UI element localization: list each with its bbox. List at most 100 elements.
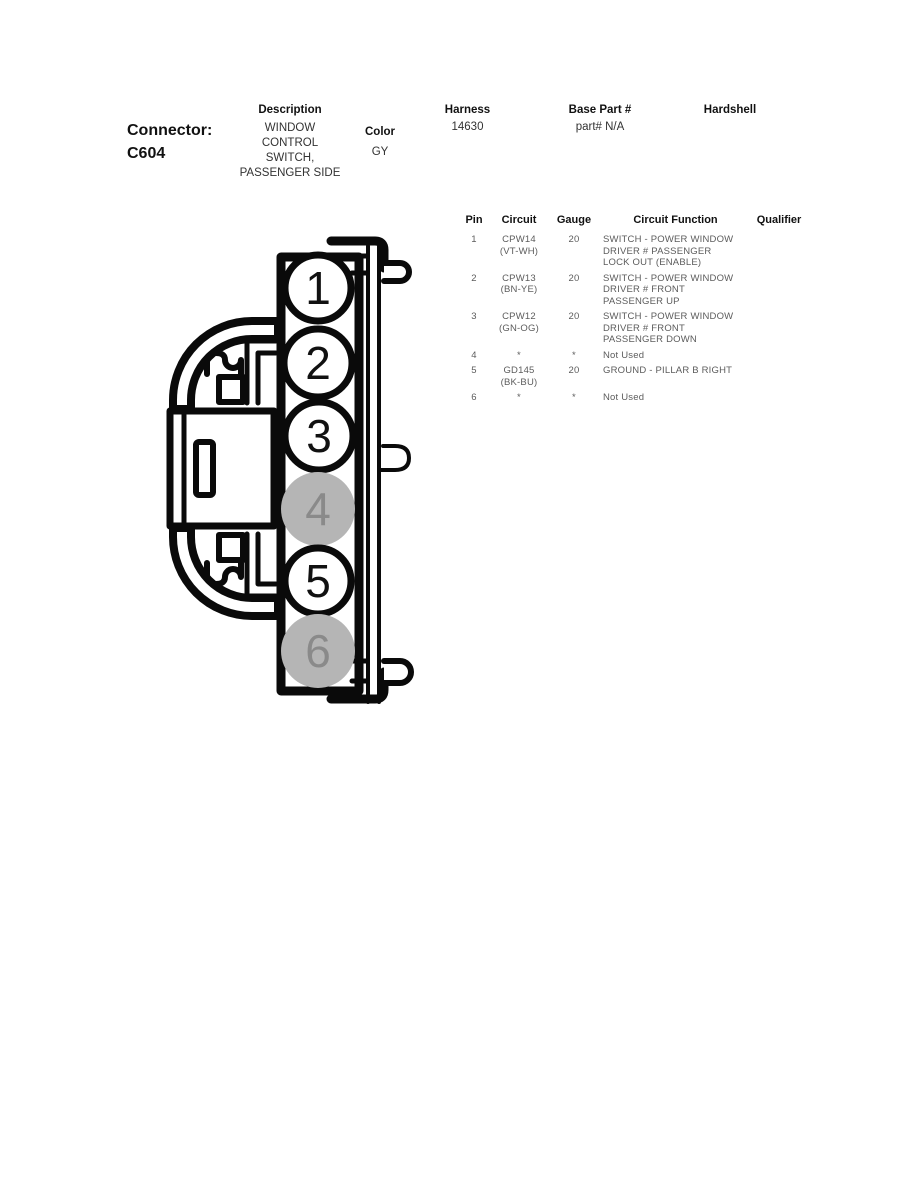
cell-gauge: 20 [568,234,580,245]
diagram-top-channel-outer [244,338,279,406]
base-part-header: Base Part # [568,104,632,116]
pin-2: 2 [280,325,356,401]
function-line: DRIVER # FRONT [603,322,685,334]
circuit-line: (BK-BU) [500,376,538,388]
connector-id: C604 [127,145,166,162]
color-value: GY [371,146,389,158]
cell-pin: 4 [471,349,477,361]
pin-table-header-qualifier: Qualifier [756,214,802,226]
function-line: SWITCH - POWER WINDOW [603,272,734,284]
diagram-bottom-block [216,532,246,563]
cell-qualifier [753,273,805,308]
description-header: Description [258,104,322,116]
circuit-line: CPW12 [502,311,536,322]
svg-text:3: 3 [306,410,332,462]
cell-qualifier [753,311,805,346]
pin-5: 5 [281,544,355,618]
function-line: LOCK OUT (ENABLE) [603,257,702,268]
function-line: Not Used [603,392,645,403]
circuit-line: GD145 [503,365,535,376]
diagram-middle-tab [378,444,411,472]
function-line: PASSENGER UP [603,295,680,307]
table-row: 4 * * Not Used [460,350,805,362]
diagram-rail-bar [349,253,369,684]
svg-text:1: 1 [305,262,331,314]
pin-table-header-circuit: Circuit [501,214,537,226]
cell-qualifier [753,365,805,388]
pin-table-header-pin: Pin [465,214,483,226]
function-line: DRIVER # FRONT [603,284,685,295]
description-value: WINDOW CONTROL SWITCH, PASSENGER SIDE [239,122,341,179]
circuit-line: CPW14 [502,234,536,245]
harness-value: 14630 [451,121,484,133]
svg-text:6: 6 [305,625,331,677]
function-line: SWITCH - POWER WINDOW [603,234,734,245]
cell-gauge: 20 [568,311,580,322]
pin-4: 4 [281,472,355,546]
function-line: PASSENGER DOWN [603,334,697,345]
pin-6: 6 [281,614,355,688]
cell-gauge: 20 [568,365,580,376]
cell-function: Not Used [598,392,753,404]
circuit-line: * [517,349,521,361]
diagram-bottom-channel-inner [255,531,279,587]
cell-pin: 2 [471,272,477,284]
diagram-bottom-channel-outer [244,531,279,599]
cell-circuit: CPW12(GN-OG) [488,311,550,346]
hardshell-header: Hardshell [703,104,757,116]
pin-table-header-gauge: Gauge [556,214,592,226]
svg-text:2: 2 [305,337,331,389]
cell-gauge: * [572,349,576,361]
cell-pin: 6 [471,392,477,403]
color-header: Color [364,126,396,138]
diagram-side-slot [193,439,216,498]
cell-gauge: 20 [568,272,580,284]
harness-header: Harness [444,104,491,116]
circuit-line: CPW13 [502,272,536,284]
diagram-top-block [216,374,246,405]
diagram-bottom-latch [204,560,244,587]
pin-table-header-function: Circuit Function [633,214,718,226]
cell-circuit: CPW13(BN-YE) [488,273,550,308]
circuit-line: (VT-WH) [499,245,539,257]
cell-qualifier [753,234,805,269]
cell-pin: 1 [471,234,477,245]
diagram-top-cap [326,236,389,273]
svg-text:5: 5 [305,555,331,607]
function-line: Not Used [603,349,645,361]
diagram-bottom-tab [381,658,414,686]
diagram-side-body [166,407,278,530]
cell-qualifier [753,392,805,404]
diagram-top-tab [381,260,412,284]
table-row: 6 * * Not Used [460,392,805,404]
function-line: SWITCH - POWER WINDOW [603,311,734,322]
connector-title-label: Connector: [127,122,213,139]
cell-circuit: * [488,350,550,362]
pin-table-header: Pin Circuit Gauge Circuit Function Quali… [460,214,805,226]
circuit-line: (BN-YE) [500,284,538,295]
cell-gauge: * [572,392,576,403]
cell-pin: 3 [471,311,477,322]
function-line: DRIVER # PASSENGER [603,245,712,257]
diagram-top-channel-inner [255,350,279,406]
pin-3: 3 [281,398,357,474]
cell-circuit: CPW14(VT-WH) [488,234,550,269]
cell-function: GROUND - PILLAR B RIGHT [598,365,753,388]
cell-qualifier [753,350,805,362]
cell-circuit: GD145(BK-BU) [488,365,550,388]
cell-pin: 5 [471,365,477,376]
base-part-value: part# N/A [575,121,625,133]
circuit-line: * [517,392,521,403]
svg-text:4: 4 [305,483,331,535]
diagram-top-latch [204,350,244,377]
circuit-line: (GN-OG) [499,322,539,334]
